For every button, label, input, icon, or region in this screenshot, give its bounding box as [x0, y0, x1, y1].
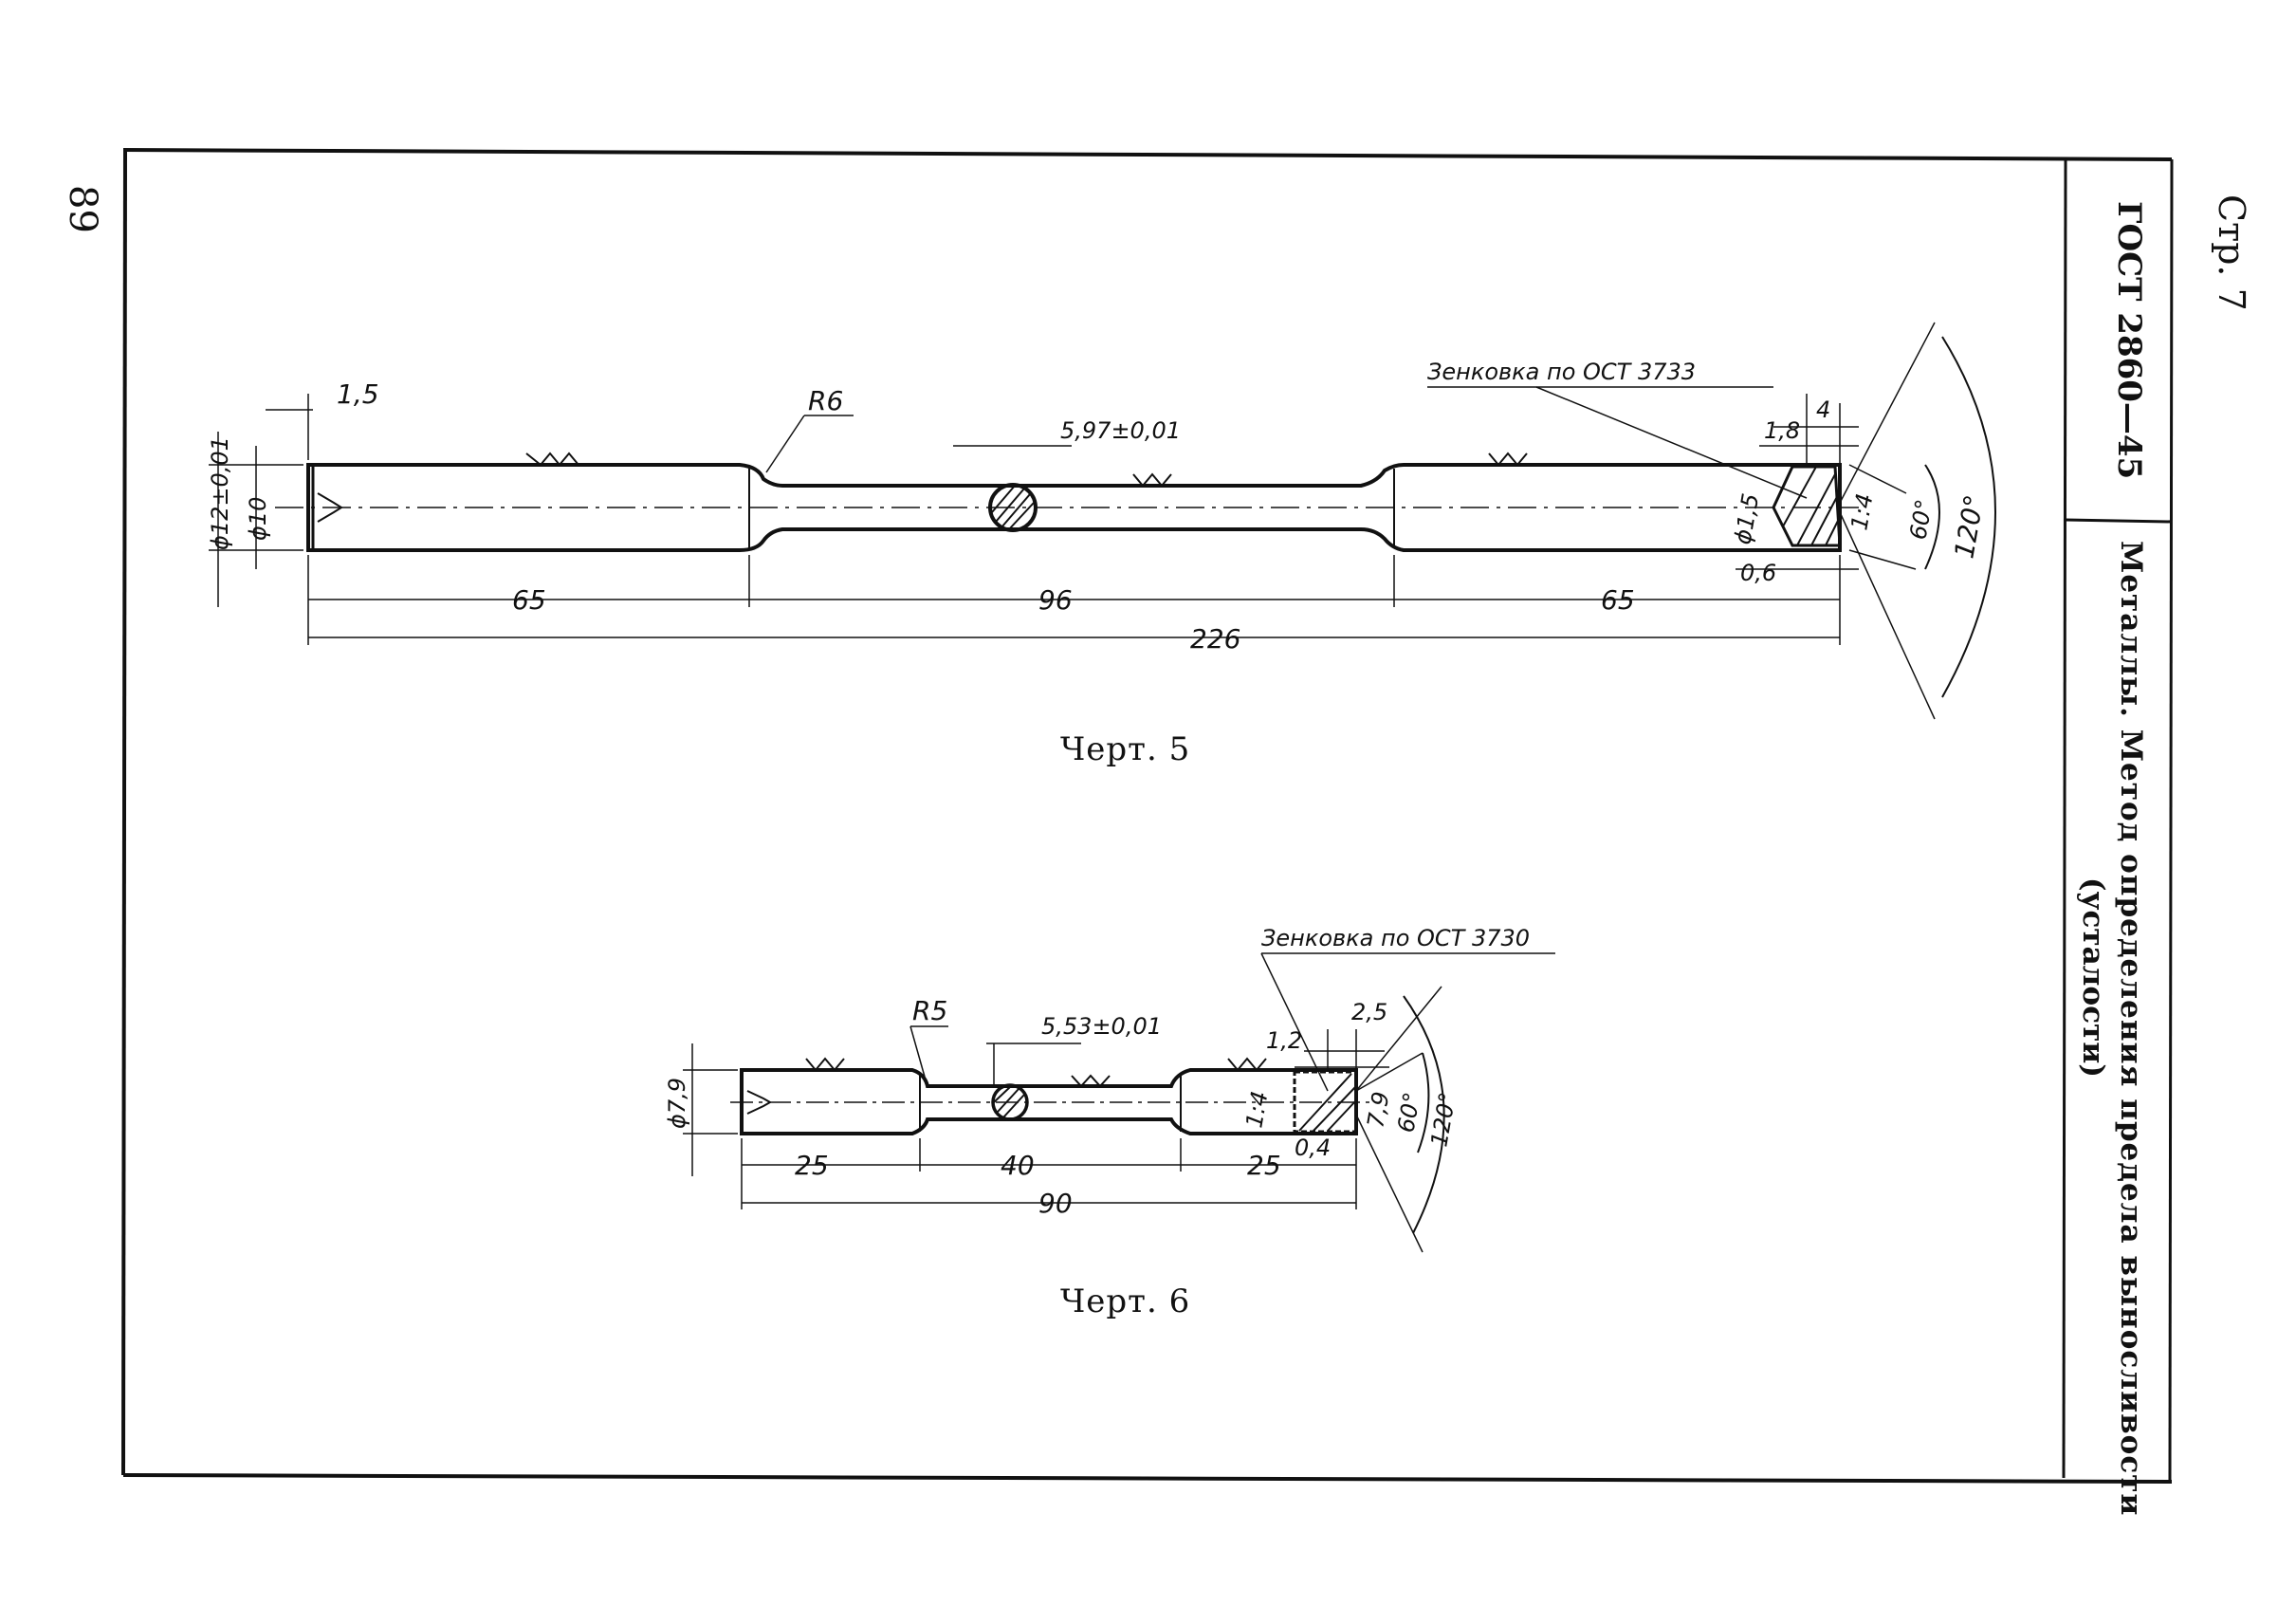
fig6-dim-center-dia: 5,53±0,01: [1041, 1013, 1162, 1040]
fig5-dim-len-right: 65: [1601, 584, 1635, 616]
fig6-dim-len-left: 25: [795, 1150, 829, 1181]
document-subtitle: (усталости): [2076, 877, 2110, 1078]
fig6-dim-len-total: 90: [1038, 1188, 1073, 1219]
fig6-dim-cs-small: 0,4: [1295, 1135, 1331, 1161]
fig5-dim-radius: R6: [808, 385, 843, 416]
fig5-dim-dia-inner: ϕ10: [245, 497, 271, 541]
fig5-specimen-outline: [306, 463, 1842, 552]
fig6-dim-len-right: 25: [1247, 1150, 1281, 1181]
fig6-section-hatch: [991, 1083, 1029, 1121]
document-title: Металлы. Метод определения предела вынос…: [2114, 541, 2148, 1517]
fig5-finish-mark-1: [525, 452, 579, 467]
fig6-dim-angle-120: 120°: [1425, 1090, 1461, 1149]
fig5-countersink-note: Зенковка по ОСТ 3733: [1427, 359, 1696, 385]
fig5-dim-center-dia: 5,97±0,01: [1060, 417, 1181, 444]
page-label: Стр. 7: [2211, 194, 2252, 311]
fig5-dim-angle-120: 120°: [1948, 492, 1990, 561]
fig5-dim-cs-hole: ϕ1,5: [1729, 491, 1764, 546]
standard-number: ГОСТ 2860—45: [2110, 201, 2148, 480]
fig6-dim-cs-ratio: 1:4: [1240, 1089, 1273, 1130]
figure-6-caption: Черт. 6: [1060, 1283, 1191, 1320]
fig6-finish-mark-1: [805, 1057, 845, 1072]
figure-5-caption: Черт. 5: [1060, 730, 1191, 768]
fig6-countersink-note: Зенковка по ОСТ 3730: [1261, 925, 1530, 951]
drawing-frame: [121, 148, 2174, 1484]
fig6-dim-cs-dia: 7,9: [1362, 1090, 1394, 1130]
fig6-dim-cs-width: 2,5: [1351, 999, 1387, 1025]
fig6-finish-mark-3: [1227, 1057, 1267, 1072]
fig6-finish-mark-2: [1071, 1074, 1111, 1088]
fig6-dim-angle-60: 60°: [1392, 1090, 1425, 1135]
fig5-dim-len-mid: 96: [1038, 584, 1073, 616]
fig5-dim-cs-width: 4: [1816, 397, 1830, 423]
fig5-dim-len-left: 65: [512, 584, 546, 616]
fig5-dim-dia-outer: ϕ12±0,01: [207, 436, 233, 550]
fig5-finish-mark-3: [1488, 452, 1528, 467]
fig5-dim-cs-depth: 1,8: [1764, 417, 1800, 444]
figure-6-drawing: R5 5,53±0,01 25 40 25 90 Зенковка по ОСТ…: [664, 925, 1555, 1253]
fig5-dim-angle-60: 60°: [1904, 497, 1938, 542]
fig5-section-hatch: [988, 483, 1038, 532]
fig5-dim-cs-ratio: 1:4: [1846, 491, 1878, 532]
fig5-dim-end-step: 1,5: [337, 378, 379, 410]
fig6-dim-radius: R5: [912, 995, 947, 1026]
fig6-dim-cs-depth: 1,2: [1266, 1027, 1302, 1054]
fig5-dim-len-total: 226: [1190, 623, 1240, 655]
figure-5-drawing: 1,5 R6 5,97±0,01 65 96 65 226 Зенковка п…: [207, 322, 1996, 720]
fig5-finish-mark-2: [1132, 472, 1172, 488]
fig5-dim-cs-small: 0,6: [1740, 560, 1776, 586]
fig6-specimen-outline: [740, 1068, 1358, 1135]
fig6-dim-dia-outer: ϕ7,9: [664, 1078, 690, 1129]
fig6-dim-len-mid: 40: [1001, 1150, 1035, 1181]
